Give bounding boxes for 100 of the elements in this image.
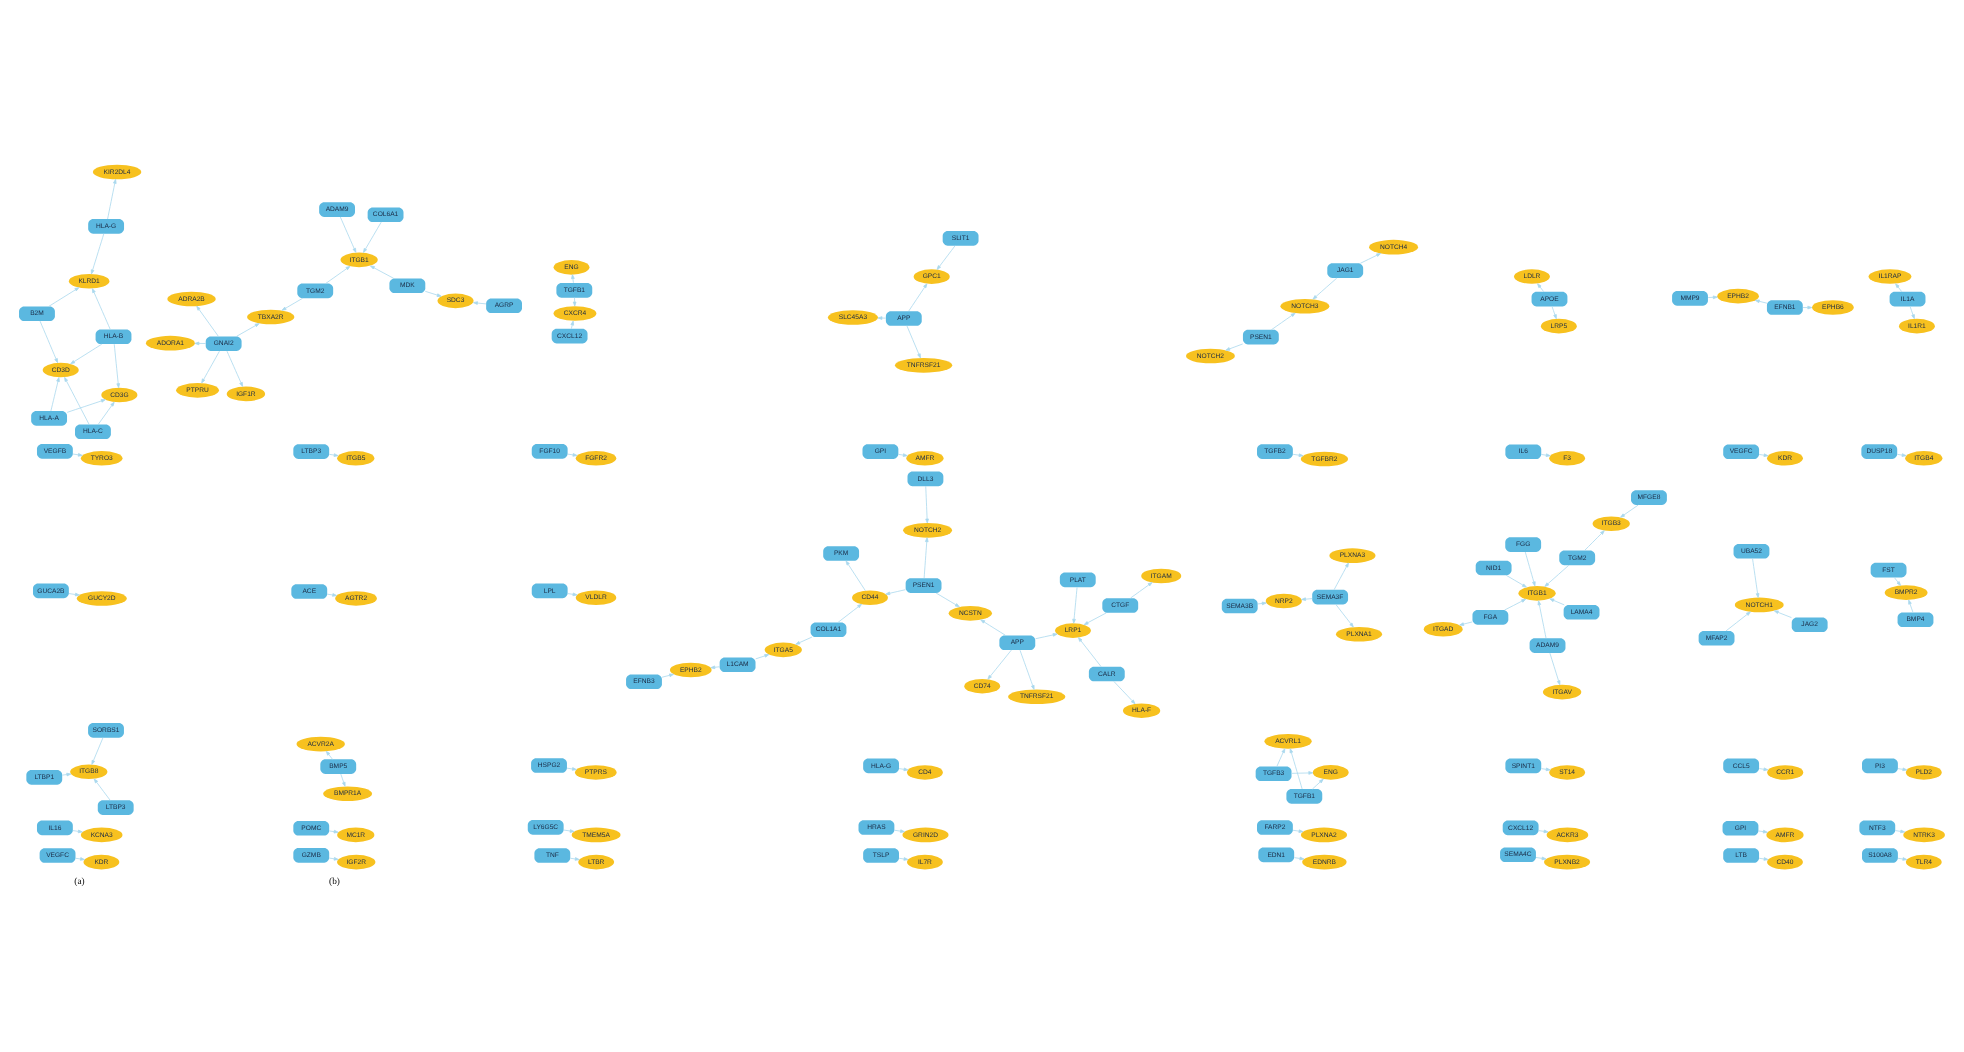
arrow	[925, 484, 929, 523]
arrow	[710, 664, 721, 669]
arrow	[93, 777, 111, 800]
arrow	[107, 177, 117, 219]
arrow	[795, 635, 813, 644]
arrow	[328, 856, 339, 860]
arrow	[424, 289, 442, 296]
arrow	[1537, 599, 1547, 638]
arrow	[66, 398, 106, 412]
arrow	[1541, 452, 1551, 456]
arrow	[1083, 611, 1107, 625]
arrow	[39, 319, 58, 363]
arrow	[1276, 747, 1286, 766]
arrow	[226, 349, 243, 386]
arrow	[1504, 597, 1527, 610]
arrow	[325, 749, 333, 759]
arrow	[1535, 855, 1547, 860]
arrow	[1897, 856, 1908, 860]
arrow	[571, 273, 575, 283]
arrow	[1707, 294, 1718, 299]
arrow	[1312, 276, 1338, 299]
arrow	[328, 452, 339, 456]
arrow	[755, 653, 770, 659]
arrow	[1897, 452, 1907, 456]
arrow	[1359, 252, 1382, 263]
arrow	[570, 319, 574, 329]
arrow	[1549, 597, 1565, 605]
arrow	[91, 287, 111, 329]
arrow	[1078, 636, 1102, 666]
arrow	[1909, 305, 1915, 319]
arrow	[1113, 680, 1136, 704]
arrow	[1549, 651, 1561, 685]
arrow	[837, 602, 862, 622]
arrow	[1908, 598, 1914, 612]
arrow	[281, 296, 303, 310]
arrow	[1894, 828, 1906, 833]
arrow	[1544, 563, 1570, 586]
arrow	[1130, 581, 1153, 598]
arrow	[908, 282, 928, 311]
arrow	[370, 264, 395, 278]
arrow	[567, 452, 578, 456]
arrow	[1524, 550, 1536, 586]
arrow	[1459, 620, 1473, 625]
arrow	[1225, 342, 1244, 350]
arrow	[936, 244, 956, 269]
arrow	[1773, 609, 1792, 617]
arrow	[363, 220, 382, 252]
arrow	[326, 592, 338, 596]
arrow	[236, 322, 260, 336]
arrow	[1312, 777, 1324, 789]
arrow	[328, 828, 339, 833]
arrow	[566, 766, 577, 770]
arrow	[1584, 529, 1605, 550]
arrow	[1335, 603, 1354, 627]
arrow	[1294, 855, 1305, 860]
arrow	[1035, 632, 1058, 639]
arrow	[68, 591, 80, 596]
arrow	[1019, 648, 1035, 689]
arrow	[1257, 600, 1267, 605]
arrow	[898, 452, 908, 456]
arrow	[1754, 298, 1768, 303]
arrow	[473, 300, 487, 304]
arrow	[339, 215, 357, 252]
arrow	[72, 452, 83, 456]
arrow	[90, 232, 105, 274]
arrow	[1620, 503, 1639, 517]
arrow	[894, 828, 905, 832]
arrow	[70, 342, 103, 364]
arrow	[923, 536, 929, 578]
arrow	[1537, 282, 1545, 292]
arrow	[1291, 770, 1314, 774]
arrow	[72, 828, 83, 833]
arrow	[572, 296, 577, 306]
arrow	[1333, 561, 1349, 590]
arrow	[62, 771, 72, 776]
arrow	[50, 376, 60, 411]
arrow	[1758, 766, 1769, 771]
arrow	[885, 588, 906, 595]
arrow	[97, 400, 115, 424]
arrow	[64, 375, 90, 424]
arrow	[325, 264, 351, 283]
arrow	[906, 324, 921, 358]
arrow	[661, 672, 674, 677]
arrow	[570, 856, 580, 860]
arrow	[1758, 828, 1768, 833]
arrow	[1292, 828, 1304, 832]
arrow	[1072, 585, 1078, 623]
arrow	[1752, 557, 1760, 597]
arrow	[1725, 610, 1751, 631]
arrow	[1758, 452, 1769, 456]
arrow	[201, 349, 220, 383]
arrow	[898, 856, 909, 860]
arrow	[987, 648, 1012, 679]
arrow	[1551, 305, 1557, 319]
arrow	[1897, 766, 1908, 771]
arrow	[75, 856, 85, 860]
arrow	[1538, 828, 1549, 833]
arrow	[1289, 747, 1303, 789]
arrow	[563, 828, 575, 832]
arrow	[567, 591, 578, 596]
